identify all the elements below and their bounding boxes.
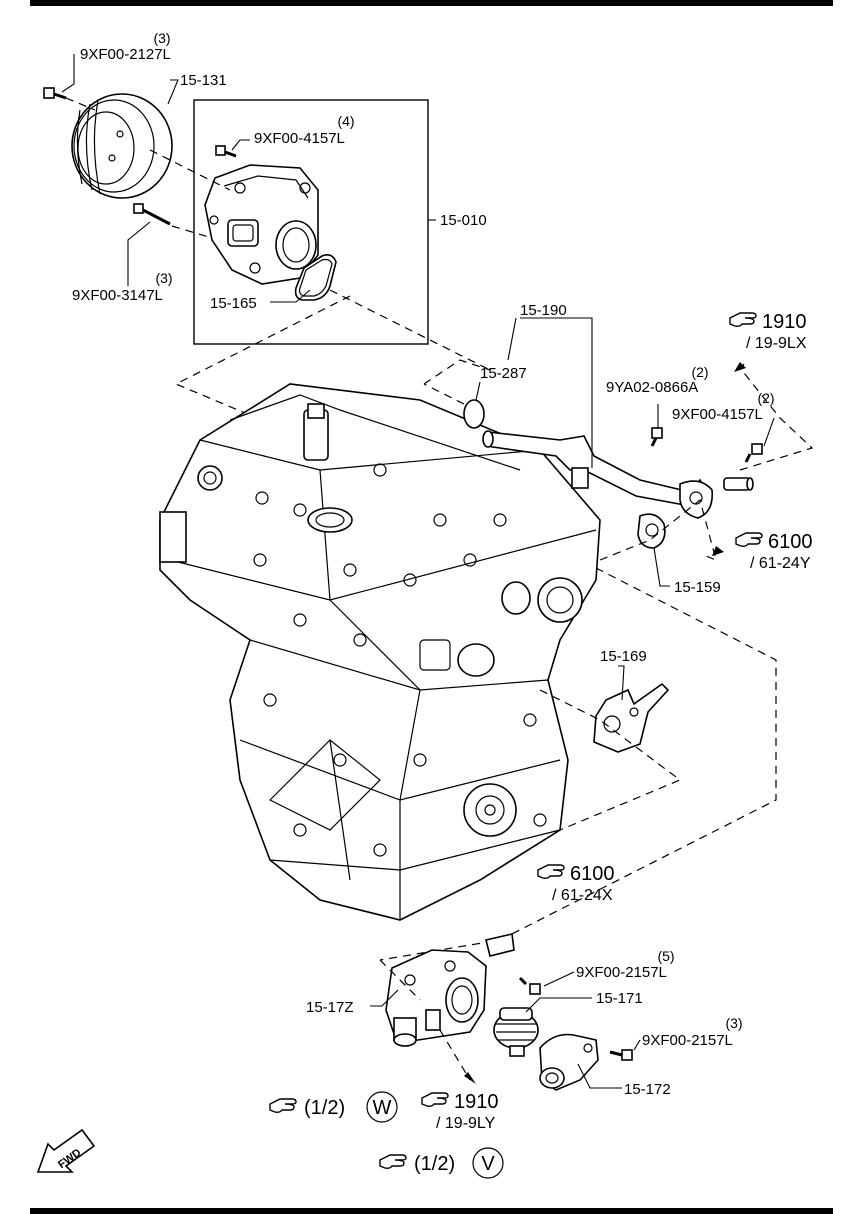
ref-w[interactable]: (1/2) W <box>269 1091 398 1123</box>
svg-text:(1/2): (1/2) <box>414 1153 455 1175</box>
svg-text:W: W <box>373 1097 392 1119</box>
thermostat-housing-15-17z[interactable] <box>385 933 515 1047</box>
pipe-15-190[interactable] <box>482 430 754 519</box>
svg-text:6100: 6100 <box>570 863 615 885</box>
bolt-9xf00-4157l-pump[interactable] <box>215 145 237 158</box>
water-pump-box <box>193 99 429 345</box>
svg-text:(2): (2) <box>757 390 774 406</box>
label-bolt-4157-pump: (4) 9XF00-4157L <box>254 113 355 147</box>
bolt-9xf00-3147l[interactable] <box>133 203 171 226</box>
bolt-9xf00-2157l-3[interactable] <box>609 1049 633 1061</box>
svg-text:9XF00-2127L: 9XF00-2127L <box>80 46 171 63</box>
svg-text:(5): (5) <box>657 948 674 964</box>
label-bolt-2157-a: (5) 9XF00-2157L <box>576 948 675 981</box>
thermostat-15-171[interactable] <box>493 1007 539 1057</box>
label-gasket-169: 15-169 <box>600 648 647 665</box>
svg-text:9XF00-3147L: 9XF00-3147L <box>72 287 163 304</box>
svg-text:9XF00-2157L: 9XF00-2157L <box>576 964 667 981</box>
svg-text:/ 61-24Y: / 61-24Y <box>750 555 811 572</box>
label-bolt-3147: (3) 9XF00-3147L <box>72 270 173 304</box>
svg-text:/ 61-24X: / 61-24X <box>552 887 613 904</box>
ref-6100-right[interactable]: 6100 / 61-24Y <box>735 531 813 572</box>
svg-text:/ 19-9LX: / 19-9LX <box>746 335 807 352</box>
label-thermostat: 15-171 <box>596 990 643 1007</box>
label-gasket-159: 15-159 <box>674 579 721 596</box>
oring-15-287[interactable] <box>463 399 485 429</box>
label-bolt-4157-pipe: (2) 9XF00-4157L <box>672 390 775 423</box>
hand-pointer-icon <box>269 1098 297 1113</box>
label-bolt-0866: (2) 9YA02-0866A <box>606 364 709 396</box>
bottom-border <box>30 1208 833 1214</box>
svg-text:9YA02-0866A: 9YA02-0866A <box>606 379 698 396</box>
ref-6100-mid[interactable]: 6100 / 61-24X <box>537 863 615 904</box>
svg-text:6100: 6100 <box>768 531 813 553</box>
svg-text:(3): (3) <box>153 30 170 46</box>
circle-badge <box>366 1091 398 1123</box>
hand-pointer-icon <box>421 1092 449 1107</box>
svg-text:(3): (3) <box>725 1015 742 1031</box>
label-gasket-165: 15-165 <box>210 295 257 312</box>
water-pump-15-010[interactable] <box>204 164 319 285</box>
svg-text:V: V <box>481 1153 495 1175</box>
ref-1910-top[interactable]: 1910 / 19-9LX <box>729 311 807 352</box>
gasket-15-169[interactable] <box>593 682 670 753</box>
ref-v[interactable]: (1/2) V <box>379 1147 504 1179</box>
cover-15-172[interactable] <box>539 1033 599 1091</box>
svg-text:/ 19-9LY: / 19-9LY <box>436 1115 496 1132</box>
svg-text:1910: 1910 <box>762 311 807 333</box>
circle-badge <box>472 1147 504 1179</box>
svg-text:(3): (3) <box>155 270 172 286</box>
bolt-9xf00-4157l-pipe[interactable] <box>744 443 763 463</box>
label-thermo-housing: 15-17Z <box>306 999 354 1016</box>
label-cover: 15-172 <box>624 1081 671 1098</box>
pulley-15-131[interactable] <box>71 93 173 199</box>
hand-pointer-icon <box>537 864 565 879</box>
label-pipe: 15-190 <box>520 302 567 319</box>
svg-text:9XF00-4157L: 9XF00-4157L <box>672 406 763 423</box>
label-water-pump: 15-010 <box>440 212 487 229</box>
top-border <box>30 0 833 6</box>
svg-text:(2): (2) <box>691 364 708 380</box>
fwd-arrow-icon: FWD <box>36 1128 96 1173</box>
hand-pointer-icon <box>729 312 757 327</box>
label-pulley: 15-131 <box>180 72 227 89</box>
hand-pointer-icon <box>379 1154 407 1169</box>
bolt-9xf00-2127l[interactable] <box>43 87 67 100</box>
gasket-15-165[interactable] <box>294 254 337 301</box>
label-oring: 15-287 <box>480 365 527 382</box>
svg-text:9XF00-2157L: 9XF00-2157L <box>642 1032 733 1049</box>
engine-block <box>159 383 601 921</box>
ref-1910-bottom[interactable]: 1910 / 19-9LY <box>421 1091 499 1132</box>
svg-text:(1/2): (1/2) <box>304 1097 345 1119</box>
bolt-9ya02-0866a[interactable] <box>650 427 663 447</box>
svg-text:(4): (4) <box>337 113 354 129</box>
bolt-9xf00-2157l-5[interactable] <box>518 976 541 995</box>
label-bolt-2157-b: (3) 9XF00-2157L <box>642 1015 743 1049</box>
label-bolt-2127: (3) 9XF00-2127L <box>80 30 171 63</box>
svg-text:9XF00-4157L: 9XF00-4157L <box>254 130 345 147</box>
hand-pointer-icon <box>735 532 763 547</box>
svg-text:1910: 1910 <box>454 1091 499 1113</box>
